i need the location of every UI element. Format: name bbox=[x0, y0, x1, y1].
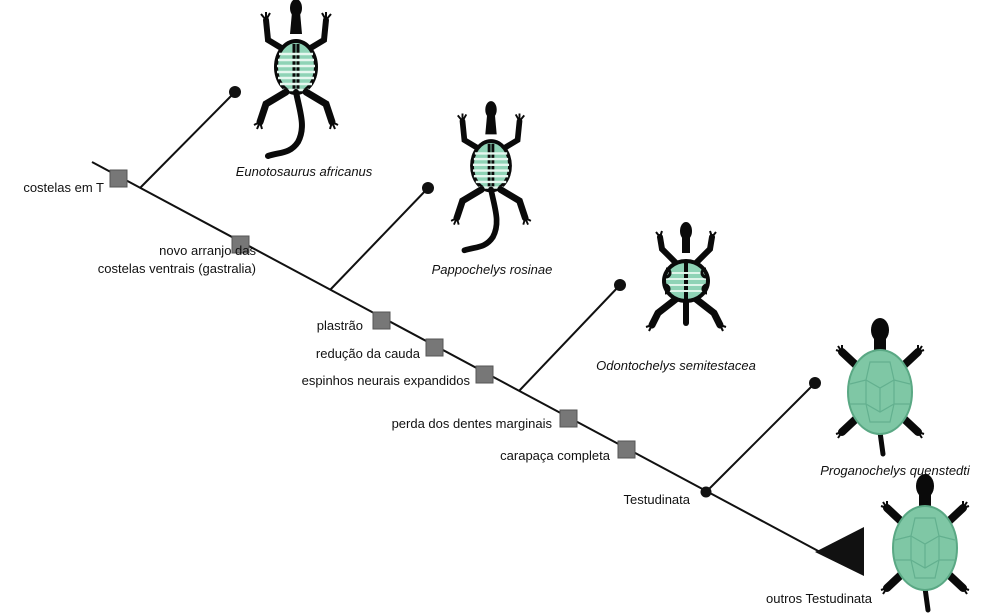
clade-label-testudinata: Testudinata bbox=[624, 492, 691, 507]
testudinata-node bbox=[700, 486, 712, 498]
character-box bbox=[559, 409, 578, 428]
odontochelys-half-shell-icon bbox=[645, 222, 727, 332]
character-label: novo arranjo das bbox=[159, 243, 256, 258]
eunotosaurus-skeleton-icon bbox=[254, 0, 338, 156]
taxon-name: Pappochelys rosinae bbox=[432, 262, 553, 277]
character-box bbox=[231, 235, 250, 254]
pappochelys-skeleton-icon bbox=[451, 101, 531, 250]
terminal-node bbox=[809, 377, 821, 389]
modern-turtle-icon bbox=[881, 474, 969, 610]
outros-testudinata-triangle bbox=[815, 527, 864, 576]
character-box bbox=[372, 311, 391, 330]
character-label: carapaça completa bbox=[500, 448, 611, 463]
character-label: espinhos neurais expandidos bbox=[302, 373, 471, 388]
branch-odontochelys bbox=[518, 284, 621, 392]
branch-proganochelys bbox=[705, 382, 816, 493]
taxon-name: Eunotosaurus africanus bbox=[236, 164, 373, 179]
terminal-node bbox=[422, 182, 434, 194]
taxon-name: Proganochelys quenstedti bbox=[820, 463, 971, 478]
character-label: perda dos dentes marginais bbox=[392, 416, 553, 431]
taxon-name: Odontochelys semitestacea bbox=[596, 358, 756, 373]
proganochelys-turtle-icon bbox=[836, 318, 924, 454]
character-label: costelas em T bbox=[23, 180, 104, 195]
character-label: redução da cauda bbox=[316, 346, 421, 361]
character-box bbox=[475, 365, 494, 384]
character-box bbox=[109, 169, 128, 188]
branch-eunotosaurus bbox=[139, 91, 236, 189]
terminal-node bbox=[229, 86, 241, 98]
character-box bbox=[617, 440, 636, 459]
character-label: costelas ventrais (gastralia) bbox=[98, 261, 256, 276]
character-box bbox=[425, 338, 444, 357]
branch-pappochelys bbox=[329, 187, 429, 291]
character-label: plastrão bbox=[317, 318, 363, 333]
clade-label-outros-testudinata: outros Testudinata bbox=[766, 591, 873, 606]
terminal-node bbox=[614, 279, 626, 291]
